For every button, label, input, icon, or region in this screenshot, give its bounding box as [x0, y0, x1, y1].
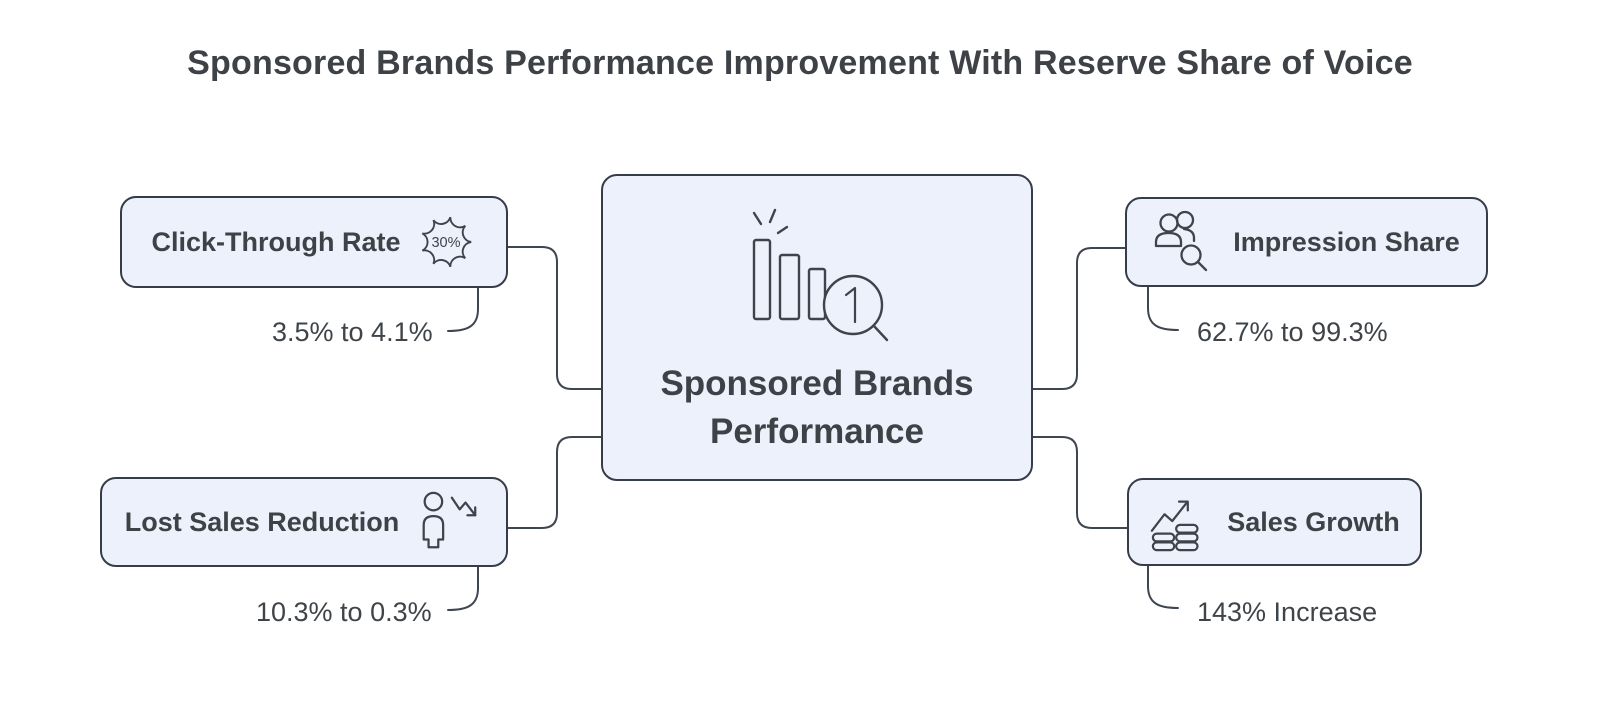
hook-lostsales-value [447, 566, 479, 611]
node-click-through-rate: Click-Through Rate 30% [120, 196, 508, 288]
center-label-line2: Performance [710, 412, 924, 451]
node-impression-share-label: Impression Share [1233, 226, 1460, 257]
badge-30-percent-icon: 30% [421, 216, 471, 268]
people-search-icon [1155, 210, 1208, 272]
connector-center-to-salesgrowth [1032, 436, 1128, 529]
node-impression-share: Impression Share [1125, 197, 1488, 287]
node-sales-growth: Sales Growth [1127, 478, 1422, 566]
value-lost-sales-reduction: 10.3% to 0.3% [256, 597, 432, 627]
node-click-through-rate-label: Click-Through Rate [151, 226, 401, 257]
growth-coins-icon [1151, 500, 1199, 552]
hook-ctr-value [447, 287, 479, 332]
person-decline-icon [422, 491, 477, 549]
hook-impression-value [1147, 286, 1179, 331]
badge-30-percent-text: 30% [431, 235, 460, 251]
bar-chart-magnifier-1-icon [752, 208, 889, 342]
node-lost-sales-reduction-label: Lost Sales Reduction [124, 506, 400, 537]
value-sales-growth: 143% Increase [1197, 597, 1378, 627]
value-click-through-rate: 3.5% to 4.1% [272, 317, 433, 347]
node-lost-sales-reduction: Lost Sales Reduction [100, 477, 508, 567]
connector-lostsales-to-center [507, 436, 602, 529]
center-label-line1: Sponsored Brands [660, 364, 974, 403]
hook-salesgrowth-value [1147, 564, 1179, 609]
center-node-sponsored-brands-performance: Sponsored Brands Performance [601, 174, 1033, 481]
connector-ctr-to-center [507, 246, 602, 390]
node-sales-growth-label: Sales Growth [1227, 506, 1400, 537]
value-impression-share: 62.7% to 99.3% [1197, 317, 1388, 347]
connector-center-to-impression [1032, 247, 1126, 390]
center-node-label: Sponsored Brands Performance [603, 360, 1031, 456]
diagram-title: Sponsored Brands Performance Improvement… [187, 44, 1413, 82]
